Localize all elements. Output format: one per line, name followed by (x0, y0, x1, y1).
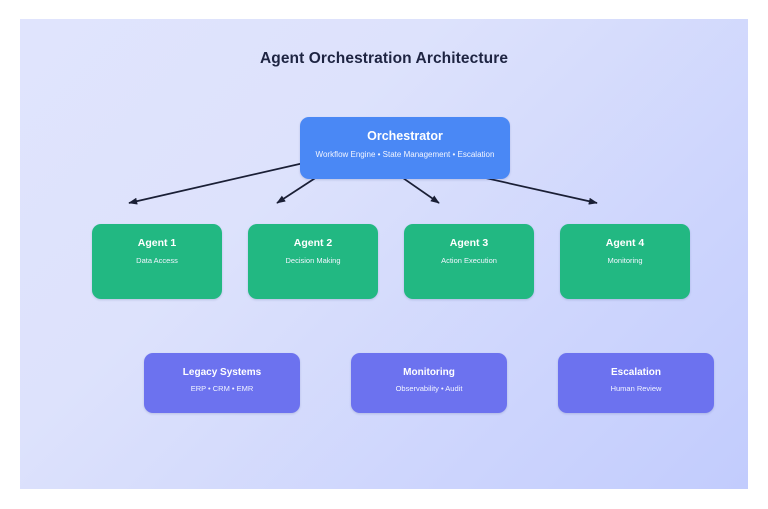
agent-2-subtitle: Decision Making (285, 255, 341, 265)
node-escalation[interactable]: Escalation Human Review (558, 353, 714, 413)
escalation-title: Escalation (610, 367, 662, 378)
monitoring-title: Monitoring (403, 367, 455, 378)
node-legacy-systems[interactable]: Legacy Systems ERP • CRM • EMR (144, 353, 300, 413)
orchestrator-title: Orchestrator (367, 129, 443, 143)
edge-orchestrator-to-agent-1 (128, 159, 318, 205)
node-monitoring[interactable]: Monitoring Observability • Audit (351, 353, 507, 413)
agent-1-title: Agent 1 (137, 237, 177, 249)
legacy-systems-subtitle: ERP • CRM • EMR (190, 384, 254, 393)
node-agent-1[interactable]: Agent 1 Data Access (92, 224, 222, 299)
agent-1-subtitle: Data Access (136, 255, 178, 265)
node-agent-4[interactable]: Agent 4 Monitoring (560, 224, 690, 299)
agent-2-title: Agent 2 (293, 237, 333, 249)
agent-4-title: Agent 4 (605, 237, 645, 249)
agent-3-subtitle: Action Execution (441, 255, 497, 265)
escalation-subtitle: Human Review (610, 384, 662, 393)
node-orchestrator[interactable]: Orchestrator Workflow Engine • State Man… (300, 117, 510, 179)
node-agent-2[interactable]: Agent 2 Decision Making (248, 224, 378, 299)
agent-3-title: Agent 3 (449, 237, 489, 249)
legacy-systems-title: Legacy Systems (182, 367, 262, 378)
diagram-canvas: Agent Orchestration Architecture Orchest… (20, 19, 748, 489)
monitoring-subtitle: Observability • Audit (395, 384, 463, 393)
orchestrator-subtitle: Workflow Engine • State Management • Esc… (315, 149, 495, 159)
agent-4-subtitle: Monitoring (607, 255, 643, 265)
page-title: Agent Orchestration Architecture (259, 50, 509, 67)
node-agent-3[interactable]: Agent 3 Action Execution (404, 224, 534, 299)
